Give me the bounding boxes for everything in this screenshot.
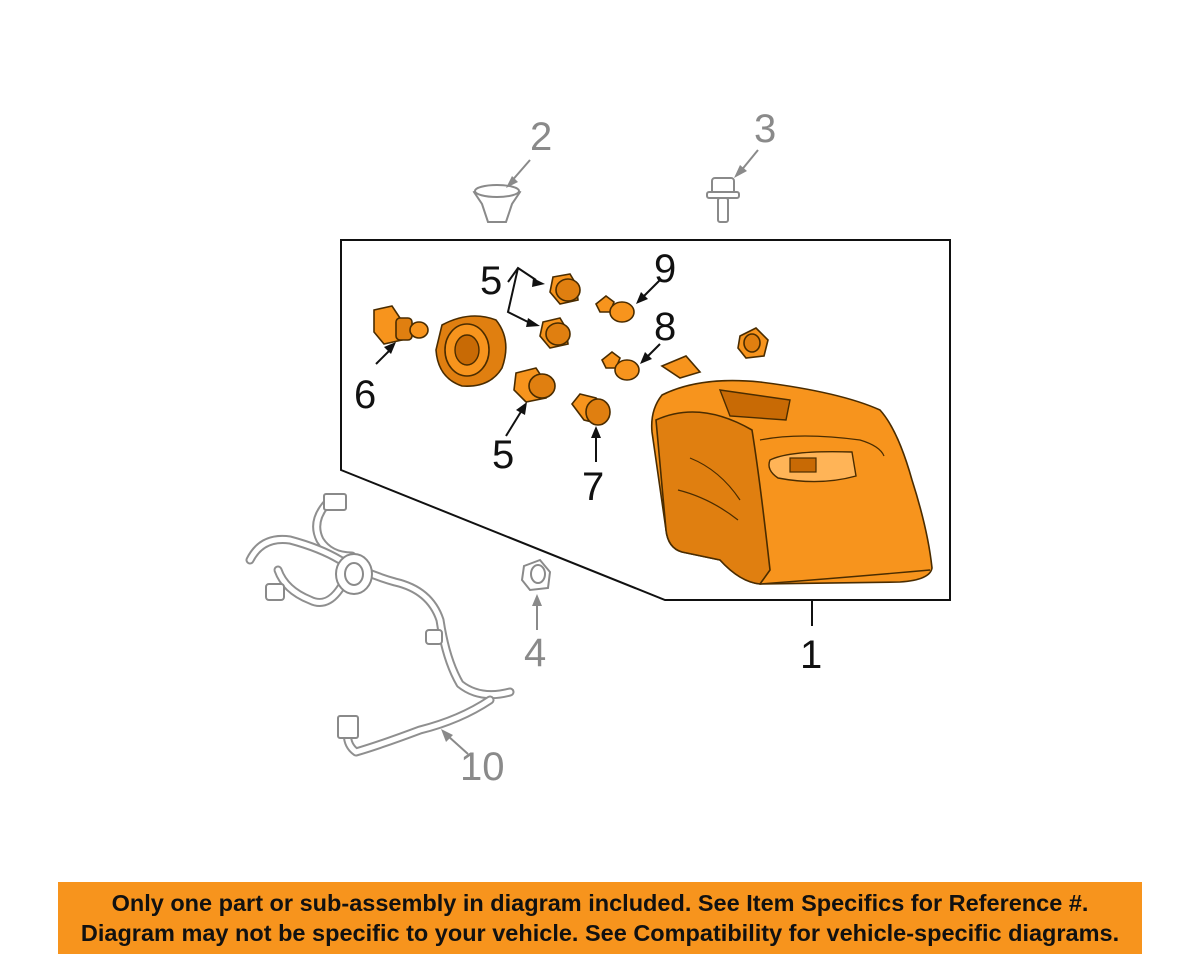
callout-5-lower: 5 xyxy=(492,433,514,477)
wiring-harness-part xyxy=(245,493,515,757)
notice-line-2: Diagram may not be specific to your vehi… xyxy=(80,920,1120,946)
grommet-part-4 xyxy=(520,558,552,630)
bulb-part-7 xyxy=(570,393,611,462)
clip-part xyxy=(472,159,531,223)
notice-line-1: Only one part or sub-assembly in diagram… xyxy=(111,890,1089,916)
callout-5-upper: 5 xyxy=(480,259,502,303)
callout-7: 7 xyxy=(582,465,604,509)
gasket-part xyxy=(435,315,507,387)
callout-9: 9 xyxy=(654,247,676,291)
tail-lamp-assembly xyxy=(650,355,933,585)
callout-3: 3 xyxy=(754,107,776,151)
parts-diagram: 2 3 6 5 5 xyxy=(245,107,951,789)
callout-4: 4 xyxy=(524,631,546,675)
bulb-part-8 xyxy=(600,343,661,381)
callout-8: 8 xyxy=(654,305,676,349)
bolt-part xyxy=(706,149,759,223)
callout-6: 6 xyxy=(354,373,376,417)
callout-1: 1 xyxy=(800,633,822,677)
grommet-part xyxy=(737,327,769,359)
callout-10: 10 xyxy=(460,745,505,789)
socket-part-5-lower xyxy=(505,367,556,437)
callout-2: 2 xyxy=(530,115,552,159)
bulb-part-9 xyxy=(594,279,661,323)
notice-banner: Only one part or sub-assembly in diagram… xyxy=(58,882,1142,954)
socket-part-6 xyxy=(373,305,429,365)
socket-part-5-upper xyxy=(506,266,581,349)
assembly-box xyxy=(340,239,951,601)
